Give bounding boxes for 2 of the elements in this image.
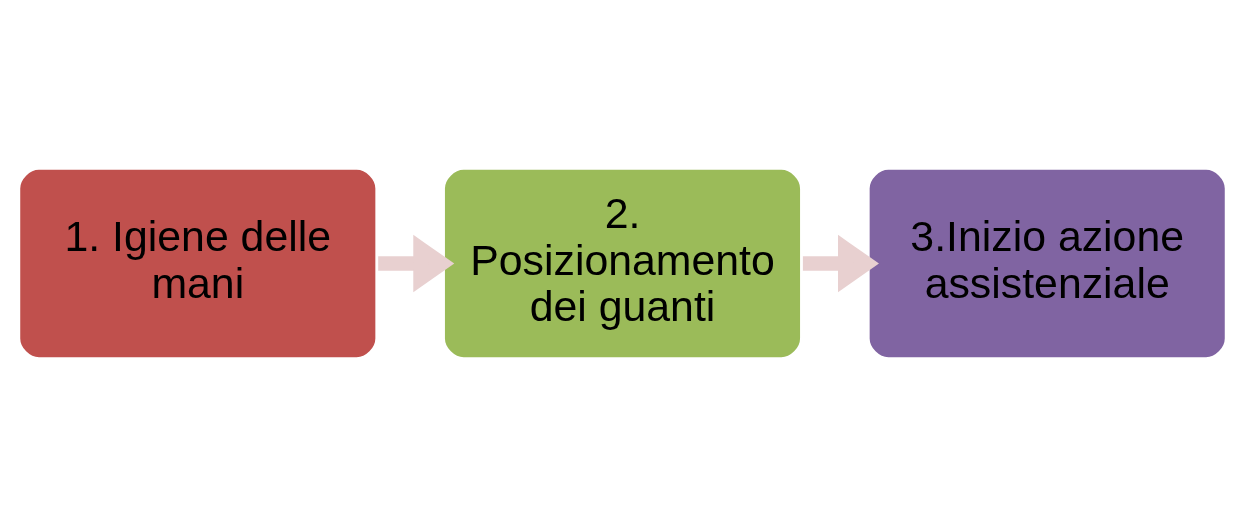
- arrow: [802, 234, 879, 292]
- arrow: [378, 234, 455, 292]
